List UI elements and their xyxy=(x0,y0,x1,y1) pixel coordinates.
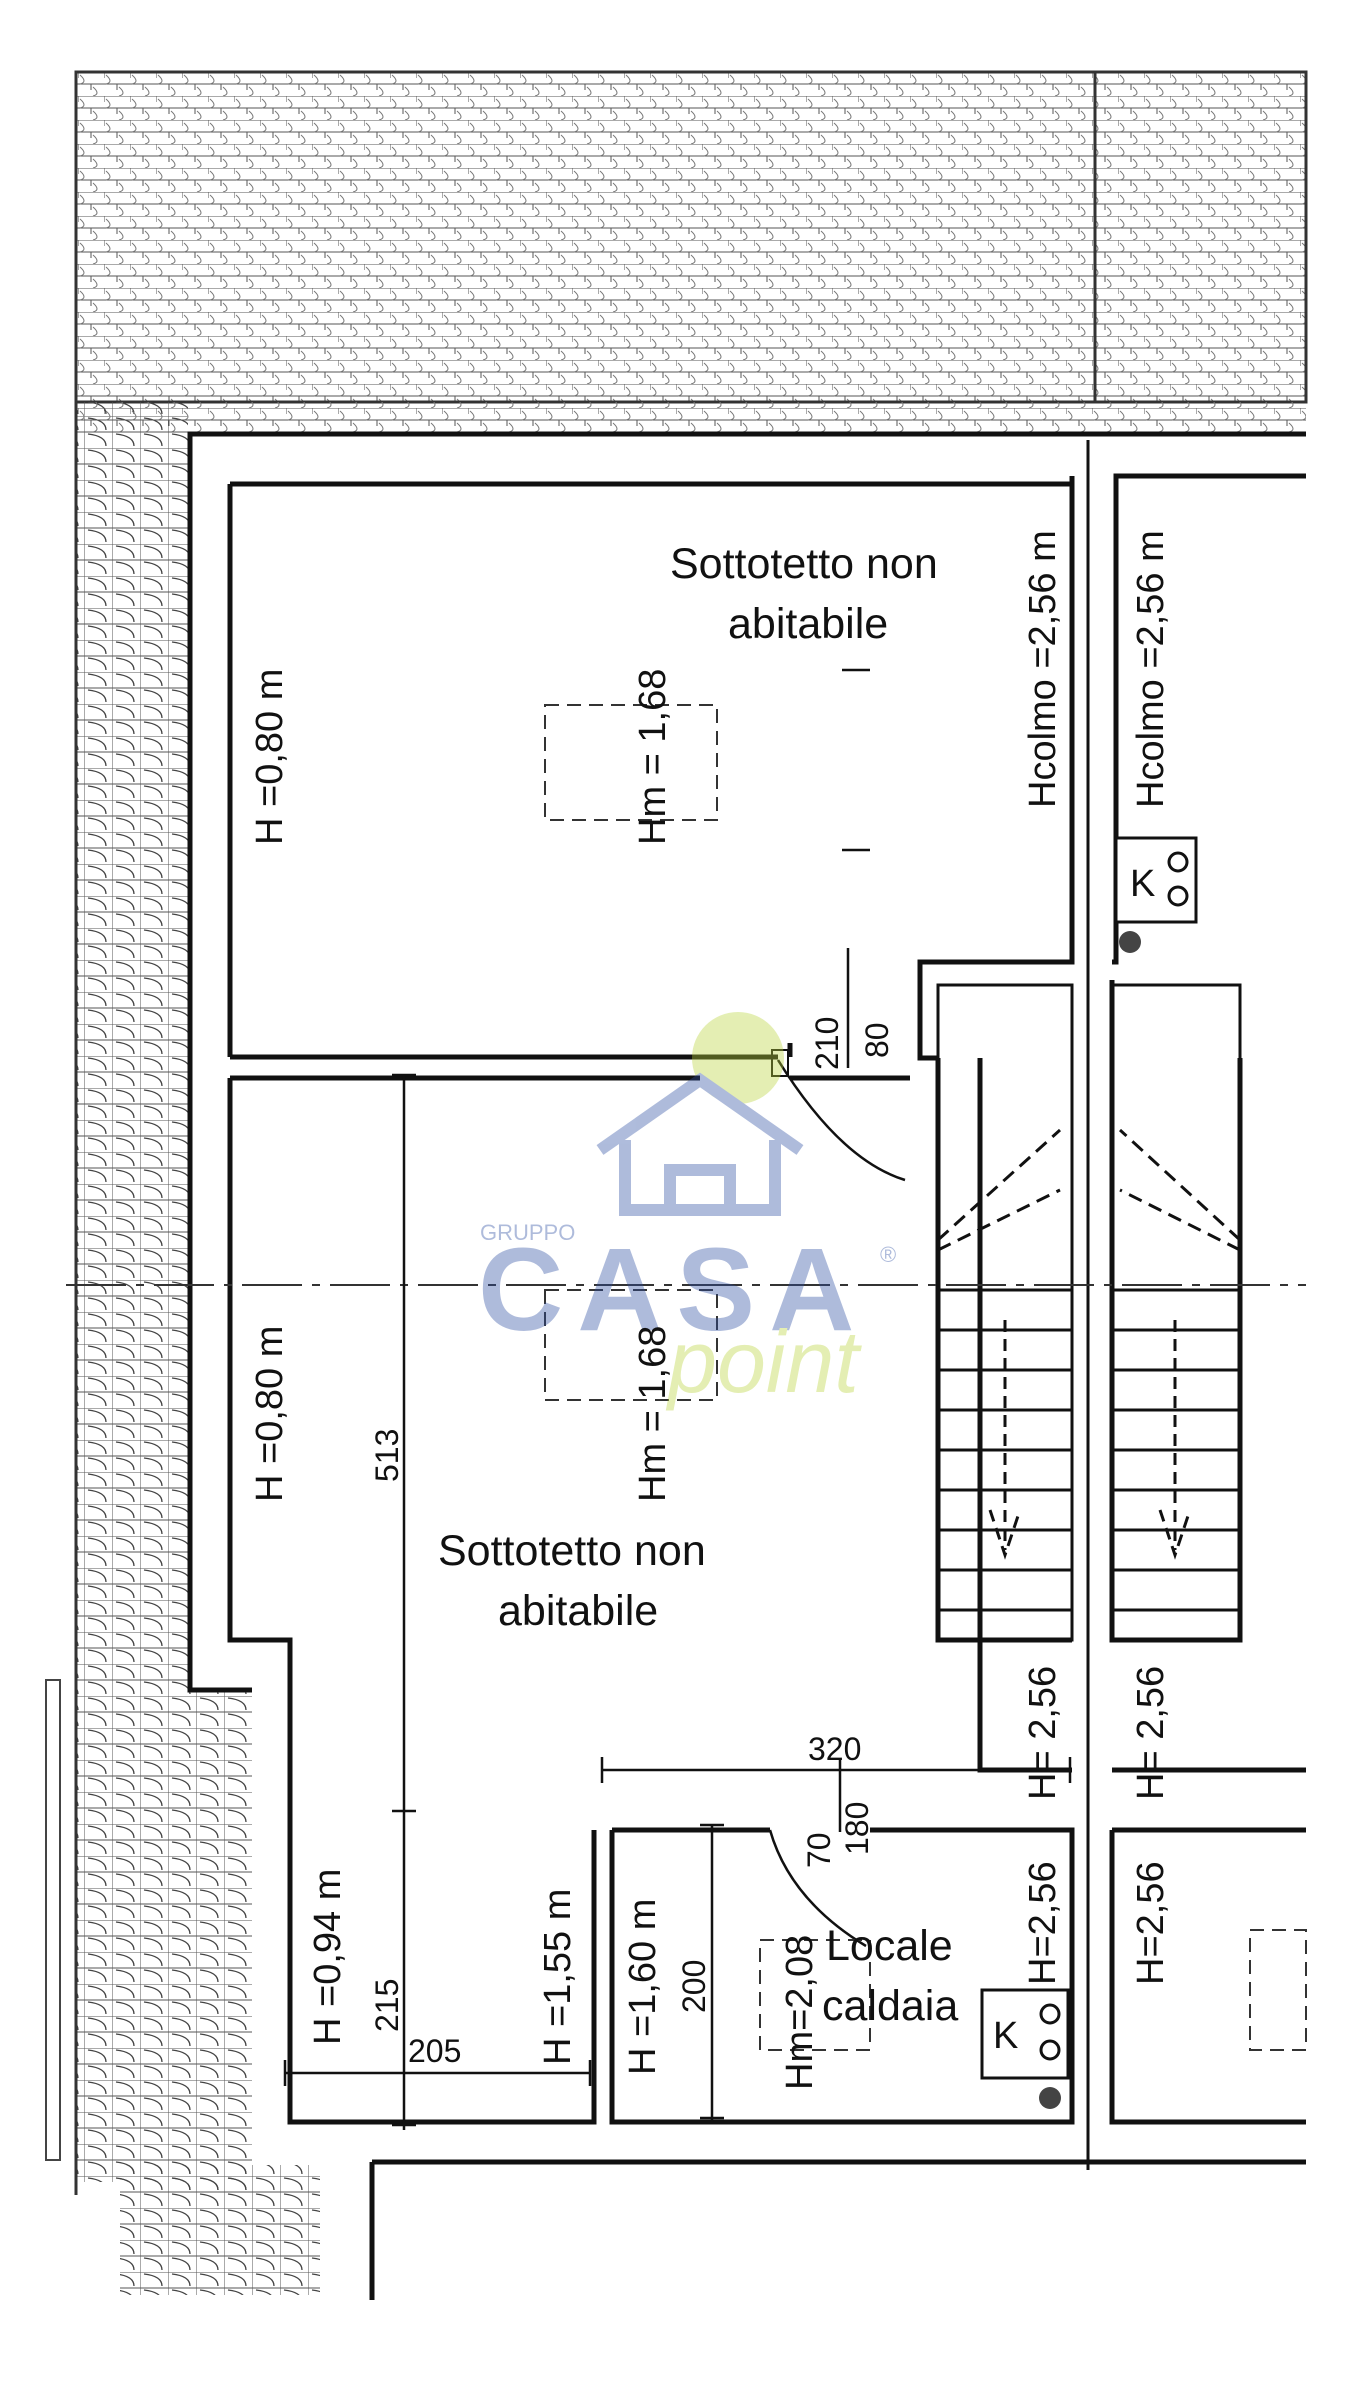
room-2-mean-height: Hm = 1,68 xyxy=(632,1326,674,1502)
room-3-name-line2: caldaia xyxy=(822,1982,958,2030)
ridge-height-2: Hcolmo =2,56 m xyxy=(1130,530,1172,808)
watermark: GRUPPO CASA ® point xyxy=(478,1012,896,1411)
height-094: H =0,94 m xyxy=(307,1869,349,2045)
door-2-width: 70 xyxy=(801,1832,837,1868)
room-2-wall-height: H =0,80 m xyxy=(249,1326,291,1502)
door-1-height: 210 xyxy=(809,1017,845,1070)
boiler-unit-1: K xyxy=(1114,836,1198,953)
boiler-symbol: K xyxy=(1130,863,1155,905)
height-256-stair-left: H= 2,56 xyxy=(1022,1666,1064,1800)
dim-200: 200 xyxy=(676,1960,712,2013)
room-3-mean-height: Hm=2,08 xyxy=(779,1935,821,2090)
watermark-mark: ® xyxy=(880,1242,896,1267)
height-155: H =1,55 m xyxy=(537,1889,579,2065)
watermark-group: GRUPPO xyxy=(480,1220,575,1245)
room-2-name-line1: Sottotetto non xyxy=(438,1527,706,1575)
walls xyxy=(187,431,1306,2300)
ridge-height-1: Hcolmo =2,56 m xyxy=(1022,530,1064,808)
dim-513: 513 xyxy=(369,1429,405,1482)
height-256-stair-right: H= 2,56 xyxy=(1130,1666,1172,1800)
dim-215: 215 xyxy=(369,1979,405,2032)
height-160: H =1,60 m xyxy=(622,1899,664,2075)
boiler-symbol: K xyxy=(993,2015,1018,2057)
room-3-name-line1: Locale xyxy=(826,1922,953,1970)
watermark-brand: CASA xyxy=(478,1224,868,1356)
room-1-wall-height: H =0,80 m xyxy=(249,669,291,845)
height-256-room-right: H=2,56 xyxy=(1130,1861,1172,1985)
doors xyxy=(768,668,906,1948)
boiler-unit-2: K xyxy=(980,1988,1070,2109)
stairs xyxy=(936,983,1242,1642)
room-2-name-line2: abitabile xyxy=(498,1587,658,1635)
door-2-height: 180 xyxy=(839,1802,875,1855)
room-1-mean-height: Hm = 1,68 xyxy=(632,669,674,845)
dim-205: 205 xyxy=(408,2033,461,2069)
room-1-name-line1: Sottotetto non xyxy=(670,540,938,588)
dimension-lines xyxy=(283,948,1072,2130)
height-256-room-left: H=2,56 xyxy=(1022,1861,1064,1985)
mean-height-markers xyxy=(544,704,1307,2051)
dim-320: 320 xyxy=(808,1731,861,1767)
roof-tiles xyxy=(45,70,1308,2295)
door-1-width: 80 xyxy=(859,1022,895,1058)
watermark-sub: point xyxy=(665,1312,862,1411)
room-1-name-line2: abitabile xyxy=(728,600,888,648)
